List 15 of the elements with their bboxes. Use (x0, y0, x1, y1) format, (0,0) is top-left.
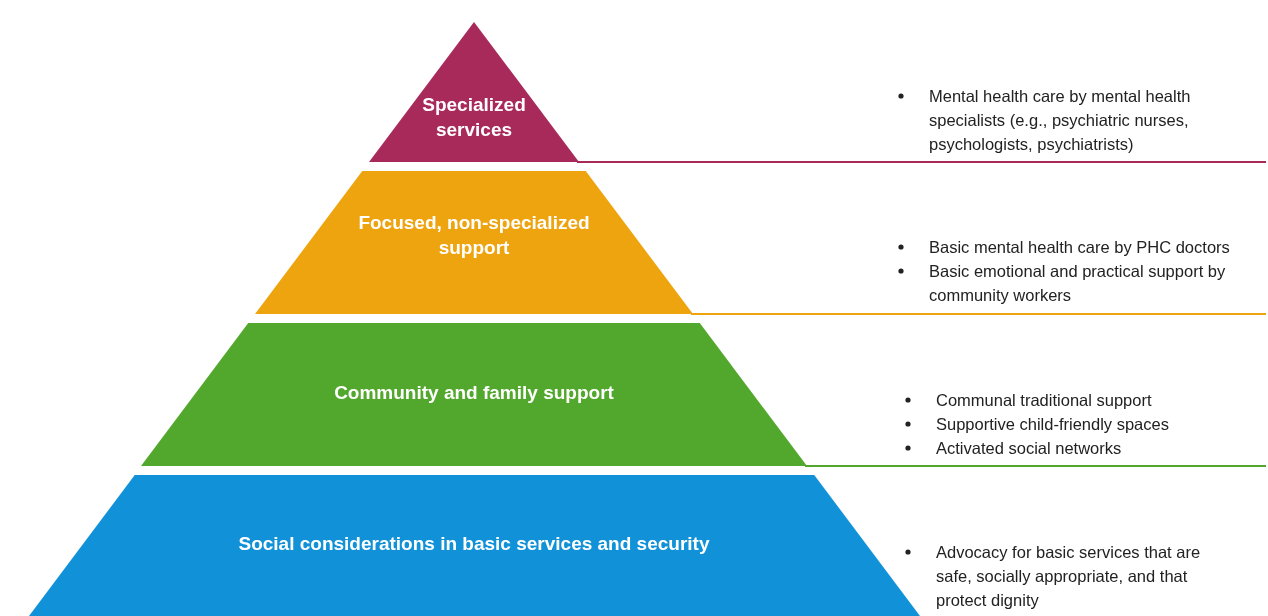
tier-label: Specialized services (421, 93, 527, 142)
bullet-text: Activated social networks (936, 438, 1123, 459)
tier-label: Social considerations in basic services and security (238, 531, 710, 556)
bullet-text: Basic emotional and practical support by community workers (929, 261, 1227, 306)
pyramid-tier (369, 22, 579, 162)
tier-label: Focused, non-specialized support (357, 211, 591, 260)
pyramid-tier (141, 323, 807, 466)
tier-label: Community and family support (334, 380, 614, 405)
bullet-text: Mental health care by mental health specialists (e.g., psychiatric nurses, psychologists, psychiatrists) (929, 86, 1192, 155)
bullet-text: Communal traditional support (936, 390, 1153, 411)
pyramid-tier (28, 475, 920, 616)
pyramid-tier (255, 171, 693, 314)
bullet-text: Advocacy for basic services that are safe, socially appropriate, and that protect dignity (936, 542, 1202, 611)
bullet-text: Supportive child-friendly spaces (936, 414, 1170, 435)
bullet-text: Basic mental health care by PHC doctors (929, 237, 1231, 258)
